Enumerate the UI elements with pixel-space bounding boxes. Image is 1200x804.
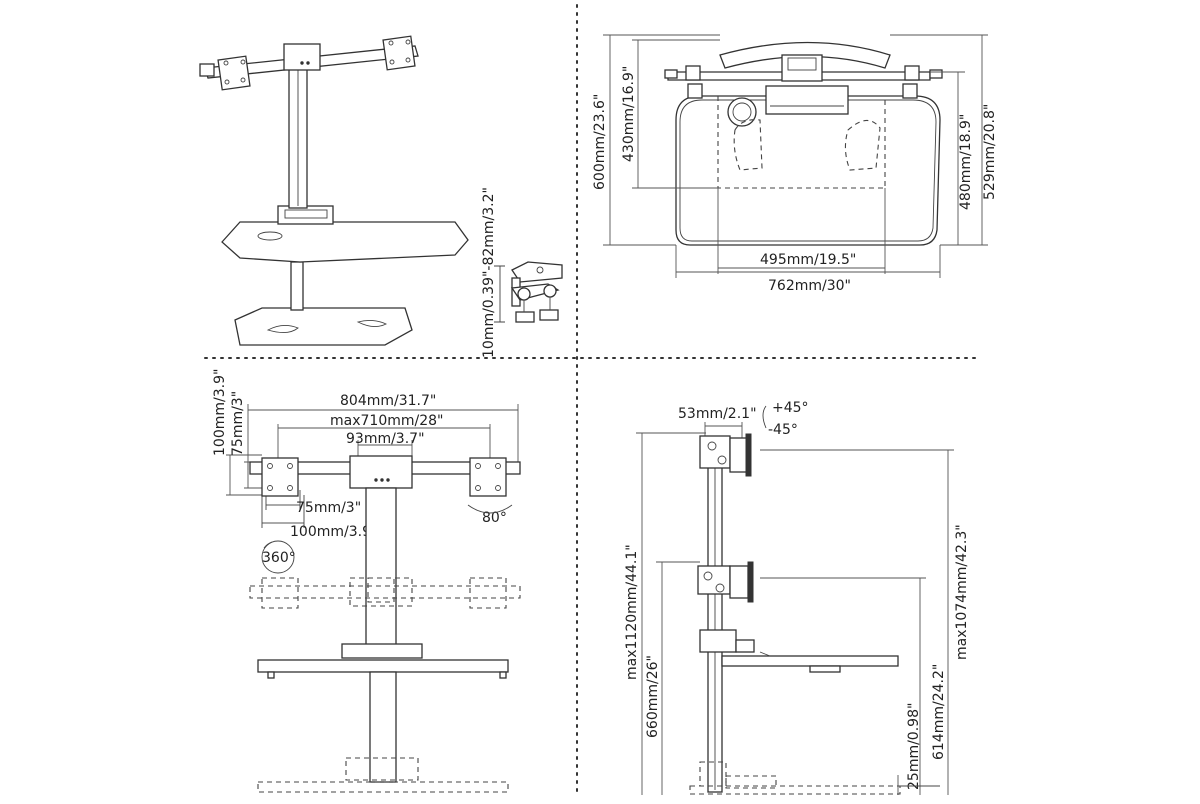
tilt-up-label: +45° [772, 400, 809, 416]
side-column-clamp [699, 629, 737, 653]
tilt-down-label: -45° [768, 422, 798, 438]
lower-front-column [369, 671, 397, 783]
rotation-label: 360° [262, 550, 296, 566]
lower-column [290, 261, 304, 311]
tilt-angle-label: 80° [482, 510, 507, 526]
side-desk [721, 655, 899, 667]
width-inner-label: 495mm/19.5" [760, 252, 856, 268]
arm-hub [283, 43, 321, 71]
depth-right-inner-label: 480mm/18.9" [958, 114, 974, 210]
upper-hub [349, 455, 413, 489]
desk-top-outline [675, 95, 941, 246]
clamp-height-label: 10mm/0.39"-82mm/3.2" [481, 187, 497, 358]
vesa-height-outer-label: 100mm/3.9" [212, 369, 228, 456]
max-height-label: max1120mm/44.1" [624, 544, 640, 680]
top-view: 600mm/23.6" 430mm/16.9" 480mm/18.9" 529m… [592, 34, 998, 294]
base-plate [234, 307, 413, 346]
column-base-top [765, 85, 849, 115]
front-desk [257, 659, 509, 673]
depth-right-outer-label: 529mm/20.8" [982, 104, 998, 200]
depth-total-label: 600mm/23.6" [592, 94, 608, 190]
desk-platform [221, 221, 469, 263]
perspective-view: 10mm/0.39"-82mm/3.2" [199, 35, 563, 358]
lower-side-vesa [729, 565, 749, 599]
grommet [727, 97, 757, 127]
tilt-arrow-icon [467, 504, 513, 514]
bracket-width-label: 53mm/2.1" [678, 406, 757, 422]
upper-right-vesa [469, 457, 507, 497]
tilt-range-icon [762, 405, 767, 429]
vesa-width-inner-label: 75mm/3" [296, 500, 361, 516]
desk-height-label: 614mm/24.2" [931, 664, 947, 760]
column-clamp [277, 205, 334, 225]
base-height-label: 25mm/0.98" [906, 703, 922, 790]
max-width-label: max710mm/28" [330, 413, 443, 429]
upper-left-vesa [261, 457, 299, 497]
width-total-label: 762mm/30" [768, 278, 851, 294]
vesa-height-inner-label: 75mm/3" [230, 391, 246, 456]
front-column [365, 487, 397, 649]
column-top [781, 54, 823, 82]
column-base-front [341, 643, 423, 659]
side-view: 53mm/2.1" +45° -45° max1120mm/44.1" 660m… [624, 400, 970, 795]
front-view: 804mm/31.7" max710mm/28" 93mm/3.7" 100mm… [212, 369, 521, 793]
upper-side-bracket [699, 435, 731, 469]
low-height-label: 660mm/26" [645, 655, 661, 738]
clamp-detail [494, 261, 563, 323]
upper-side-vesa [729, 437, 749, 473]
max-arm-height-label: max1074mm/42.3" [954, 524, 970, 660]
rotation-icon [261, 540, 295, 574]
column-width-label: 93mm/3.7" [346, 431, 425, 447]
arm-span-label: 804mm/31.7" [340, 393, 436, 409]
depth-base-label: 430mm/16.9" [621, 66, 637, 162]
lower-side-bracket [697, 565, 731, 595]
vesa-width-outer-label: 100mm/3.9" [290, 524, 377, 540]
